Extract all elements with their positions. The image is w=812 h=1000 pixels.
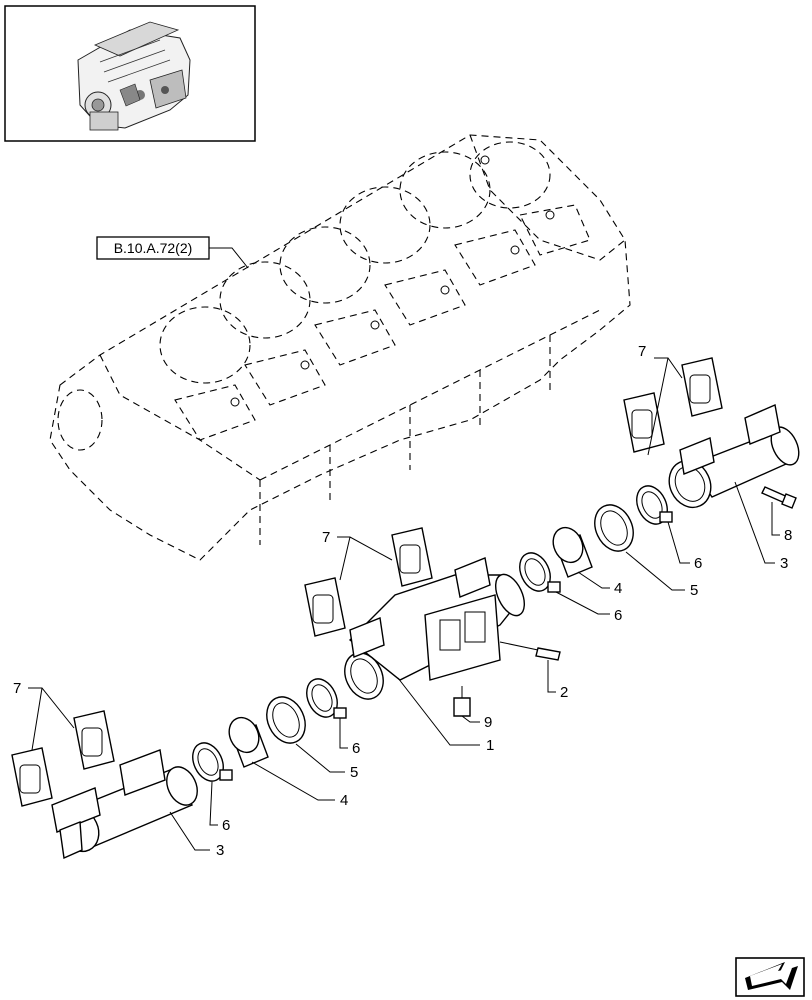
callout-7-center: 7 (322, 529, 330, 546)
exhaust-manifold: 1 (344, 557, 526, 754)
ring-left: 4 (228, 716, 348, 809)
next-page-button[interactable] (735, 957, 805, 997)
callout-6-left: 6 (222, 817, 230, 834)
sleeve-left: 5 (266, 696, 358, 781)
clamp-right-inner: 6 (519, 552, 622, 624)
callout-6-right-inner: 6 (614, 607, 622, 624)
gasket-center: 7 (304, 527, 433, 637)
callout-5-right: 5 (690, 582, 698, 599)
reference-tag-label: B.10.A.72(2) (114, 240, 193, 256)
engine-thumbnail[interactable] (4, 5, 256, 142)
clamp-left: 6 (192, 742, 233, 834)
callout-5-left: 5 (350, 764, 358, 781)
next-page-arrow-icon (745, 962, 798, 990)
clamp-left-inner: 6 (306, 678, 360, 757)
callout-4-right: 4 (614, 580, 622, 597)
screw-right: 8 (761, 486, 797, 544)
engine-thumbnail-icon (77, 21, 191, 131)
gasket-top-right: 7 (623, 343, 723, 456)
reference-tag[interactable]: B.10.A.72(2) (96, 236, 249, 269)
plug: 9 (453, 686, 492, 731)
callout-7-top: 7 (638, 343, 646, 360)
sleeve-right: 5 (594, 504, 698, 599)
callout-3-left: 3 (216, 842, 224, 859)
callout-7-left: 7 (13, 680, 21, 697)
cylinder-head-outline (49, 134, 631, 561)
callout-8: 8 (784, 527, 792, 544)
callout-2: 2 (560, 684, 568, 701)
callout-9: 9 (484, 714, 492, 731)
callout-3-right: 3 (780, 555, 788, 572)
callout-6-right: 6 (694, 555, 702, 572)
ring-right: 4 (552, 526, 622, 597)
gasket-left: 7 (11, 680, 115, 807)
exhaust-pipe-right: 3 (668, 404, 800, 572)
clamp-right: 6 (636, 485, 702, 572)
stud: 2 (499, 641, 568, 701)
exhaust-pipe-left: 3 (51, 749, 224, 860)
callout-4-left: 4 (340, 792, 348, 809)
callout-1: 1 (486, 737, 494, 754)
callout-6-left-inner: 6 (352, 740, 360, 757)
